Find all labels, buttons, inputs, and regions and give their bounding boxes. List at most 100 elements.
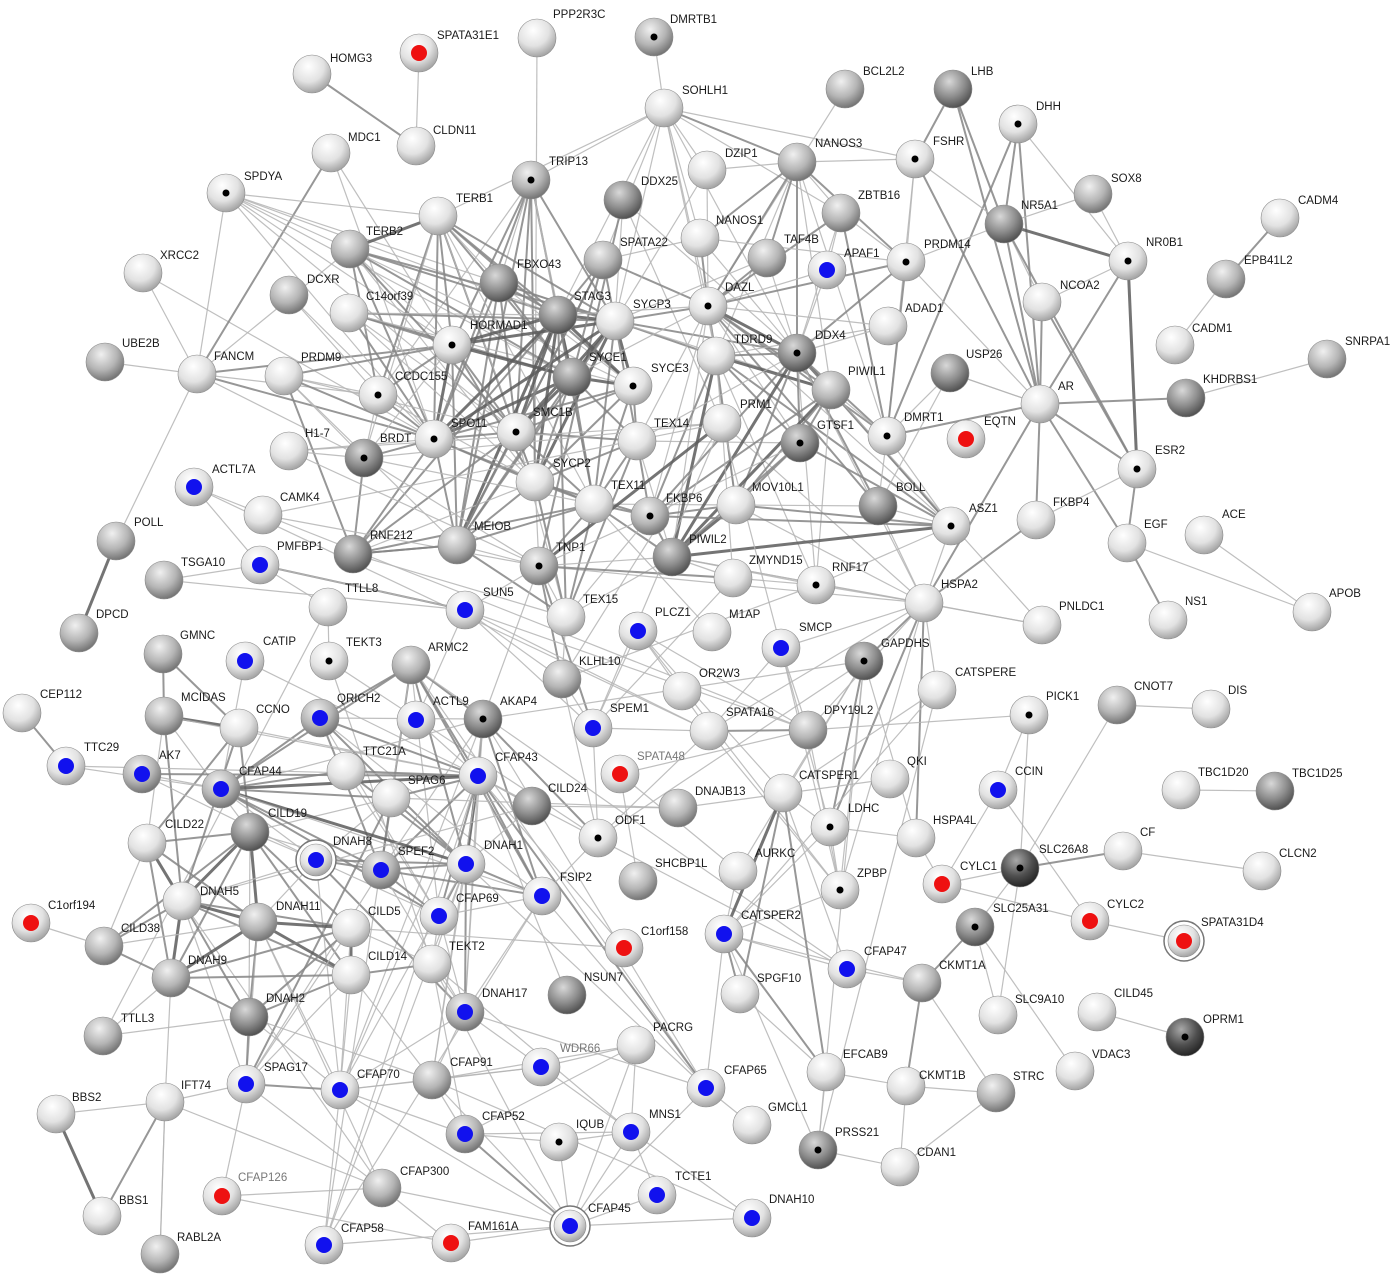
node-sphere[interactable]: [36, 1094, 76, 1134]
node-spef2[interactable]: SPEF2: [361, 846, 434, 890]
node-armc2[interactable]: ARMC2: [391, 642, 468, 685]
node-mns1[interactable]: MNS1: [611, 1109, 681, 1152]
node-homg3[interactable]: HOMG3: [292, 53, 372, 94]
node-sphere[interactable]: [617, 421, 657, 461]
node-sphere[interactable]: [329, 293, 369, 333]
node-ccno[interactable]: CCNO: [219, 704, 290, 748]
node-cfap47[interactable]: CFAP47: [827, 946, 907, 989]
node-sphere[interactable]: [412, 1060, 452, 1100]
node-sphere[interactable]: [687, 150, 727, 190]
node-ppp2r3c[interactable]: PPP2R3C: [517, 9, 605, 58]
node-ckmt1a[interactable]: CKMT1A: [902, 960, 986, 1003]
node-fam161a[interactable]: FAM161A: [431, 1221, 519, 1263]
node-sphere[interactable]: [84, 926, 124, 966]
node-odf1[interactable]: ODF1: [578, 815, 646, 858]
node-prm1[interactable]: PRM1: [702, 399, 772, 443]
node-spdya[interactable]: SPDYA: [206, 171, 282, 213]
node-sphere[interactable]: [1148, 600, 1188, 640]
node-sycp2[interactable]: SYCP2: [515, 458, 591, 502]
node-cfap45[interactable]: CFAP45: [549, 1203, 631, 1247]
node-sphere[interactable]: [825, 69, 865, 109]
node-sphere[interactable]: [517, 18, 557, 58]
node-ddx4[interactable]: DDX4: [777, 330, 846, 373]
node-spo11[interactable]: SPO11: [414, 418, 487, 459]
node-sphere[interactable]: [269, 431, 309, 471]
node-iqub[interactable]: IQUB: [539, 1119, 604, 1162]
node-terb1[interactable]: TERB1: [418, 193, 493, 236]
node-rnf212[interactable]: RNF212: [333, 530, 413, 574]
node-cdan1[interactable]: CDAN1: [880, 1147, 956, 1187]
node-sphere[interactable]: [83, 1016, 123, 1056]
node-cfap126[interactable]: CFAP126: [202, 1172, 287, 1216]
node-sphere[interactable]: [978, 995, 1018, 1035]
node-plcz1[interactable]: PLCZ1: [618, 607, 691, 651]
node-spag6[interactable]: SPAG6: [371, 775, 446, 818]
node-sphere[interactable]: [145, 1082, 185, 1122]
node-sphere[interactable]: [177, 354, 217, 394]
node-sphere[interactable]: [82, 1196, 122, 1236]
node-fancm[interactable]: FANCM: [177, 351, 254, 394]
node-gmcl1[interactable]: GMCL1: [732, 1102, 808, 1145]
node-akap4[interactable]: AKAP4: [463, 696, 538, 739]
node-sphere[interactable]: [330, 229, 370, 269]
node-cild38[interactable]: CILD38: [84, 923, 160, 966]
node-sphere[interactable]: [538, 295, 578, 335]
node-sphere[interactable]: [144, 560, 184, 600]
node-slc26a8[interactable]: SLC26A8: [1000, 844, 1088, 888]
node-sphere[interactable]: [904, 583, 944, 623]
node-smc1b[interactable]: SMC1B: [496, 407, 573, 452]
node-sphere[interactable]: [552, 357, 592, 397]
node-cadm4[interactable]: CADM4: [1260, 195, 1339, 238]
node-ak7[interactable]: AK7: [122, 750, 181, 794]
node-sphere[interactable]: [1255, 771, 1295, 811]
node-taf4b[interactable]: TAF4B: [747, 234, 819, 278]
node-sphere[interactable]: [1155, 325, 1195, 365]
node-klhl10[interactable]: KLHL10: [542, 656, 621, 699]
node-cild24[interactable]: CILD24: [512, 783, 588, 826]
node-sphere[interactable]: [515, 462, 555, 502]
node-terb2[interactable]: TERB2: [330, 226, 403, 269]
node-sphere[interactable]: [308, 587, 348, 627]
node-sphere[interactable]: [264, 356, 304, 396]
node-dnah11[interactable]: DNAH11: [238, 901, 321, 942]
node-sphere[interactable]: [1077, 992, 1117, 1032]
node-mcidas[interactable]: MCIDAS: [144, 692, 226, 736]
node-shcbp1l[interactable]: SHCBP1L: [618, 858, 708, 901]
node-ncoa2[interactable]: NCOA2: [1022, 280, 1100, 322]
node-sphere[interactable]: [542, 659, 582, 699]
node-sphere[interactable]: [1166, 378, 1206, 418]
node-oprm1[interactable]: OPRM1: [1165, 1014, 1244, 1057]
node-boll[interactable]: BOLL: [858, 482, 926, 526]
node-smcp[interactable]: SMCP: [761, 622, 833, 668]
node-cfap69[interactable]: CFAP69: [419, 893, 499, 936]
node-ddx25[interactable]: DDX25: [603, 176, 678, 220]
node-bbs2[interactable]: BBS2: [36, 1092, 101, 1134]
node-hspa2[interactable]: HSPA2: [904, 579, 978, 623]
node-dnajb13[interactable]: DNAJB13: [658, 786, 746, 828]
node-sphere[interactable]: [143, 634, 183, 674]
node-sphere[interactable]: [1055, 1051, 1095, 1091]
node-cylc2[interactable]: CYLC2: [1070, 899, 1144, 941]
node-sphere[interactable]: [732, 1105, 772, 1145]
node-c14orf39[interactable]: C14orf39: [329, 291, 413, 333]
node-sphere[interactable]: [930, 353, 970, 393]
node-cfap43[interactable]: CFAP43: [458, 752, 538, 796]
node-sycp3[interactable]: SYCP3: [595, 299, 671, 341]
node-tex14[interactable]: TEX14: [617, 418, 690, 461]
node-ift74[interactable]: IFT74: [145, 1080, 212, 1122]
node-sphere[interactable]: [618, 861, 658, 901]
node-spata48[interactable]: SPATA48: [600, 751, 685, 794]
node-ccin[interactable]: CCIN: [978, 766, 1043, 810]
node-sphere[interactable]: [230, 812, 270, 852]
node-sphere[interactable]: [512, 786, 552, 826]
node-sphere[interactable]: [821, 193, 861, 233]
node-sphere[interactable]: [311, 133, 351, 173]
node-syce1[interactable]: SYCE1: [552, 352, 627, 397]
node-ns1[interactable]: NS1: [1148, 596, 1207, 640]
node-sphere[interactable]: [902, 963, 942, 1003]
node-sphere[interactable]: [123, 253, 163, 293]
node-meiob[interactable]: MEIOB: [437, 521, 511, 565]
node-sphere[interactable]: [479, 263, 519, 303]
node-sphere[interactable]: [326, 751, 366, 791]
node-fkbp4[interactable]: FKBP4: [1016, 497, 1090, 540]
